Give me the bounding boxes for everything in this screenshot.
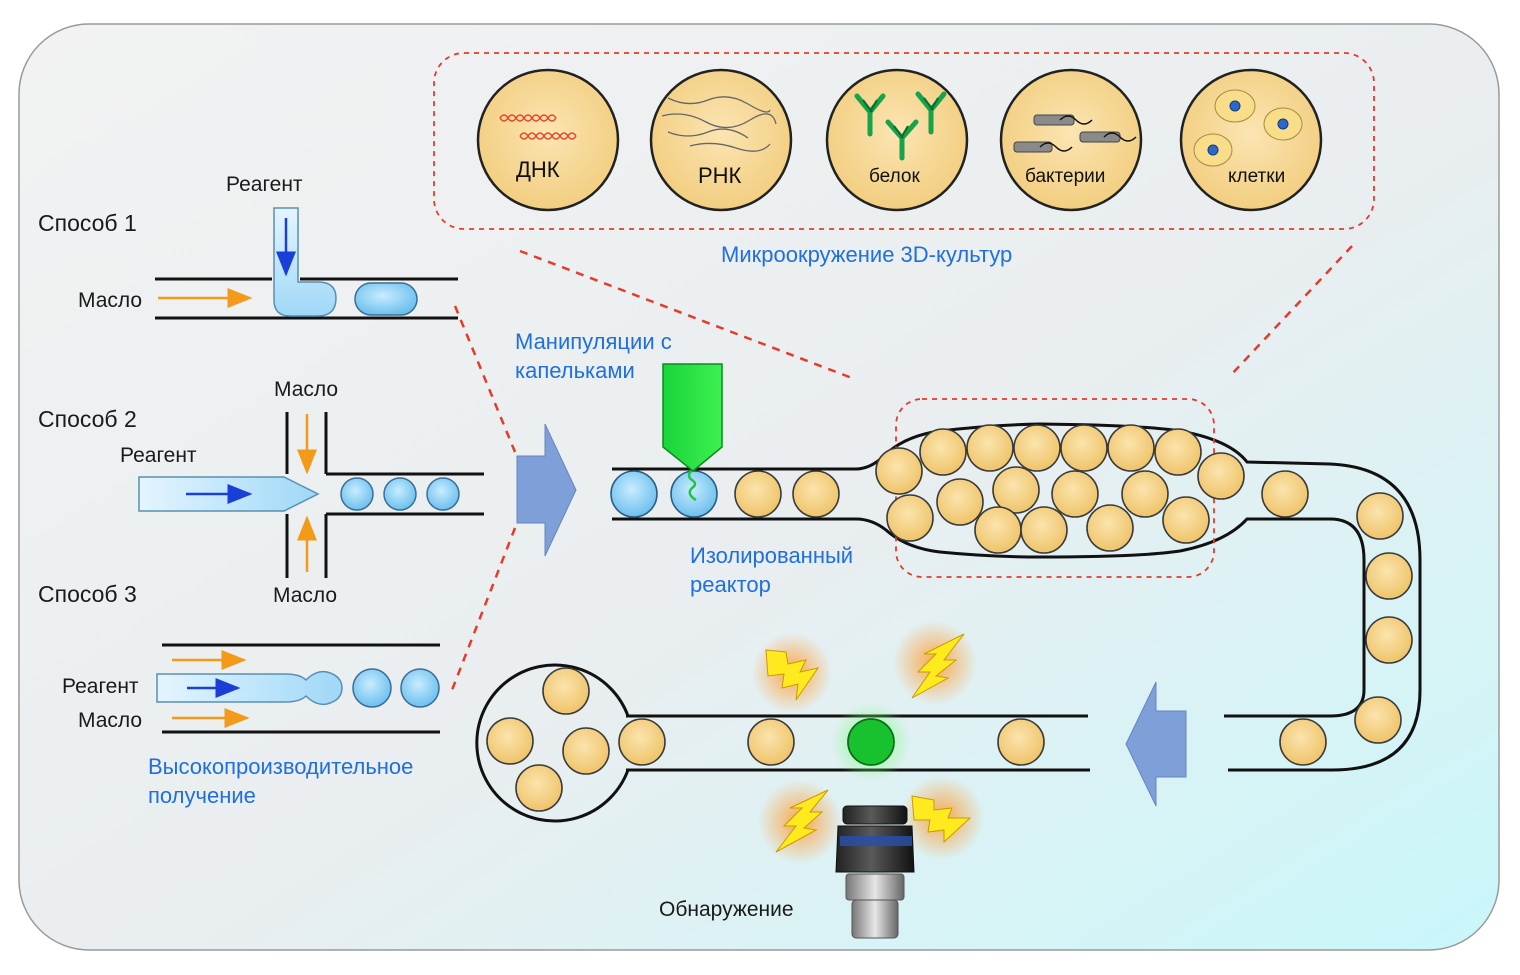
- droplet-yellow: [1356, 492, 1404, 540]
- lightning-bolt-icon: [911, 633, 965, 699]
- method-3-title: Способ 3: [38, 581, 137, 607]
- method-connectors: [450, 305, 517, 691]
- manipulation-label: Манипуляции с: [515, 329, 672, 354]
- method-3-droplet: [400, 668, 440, 708]
- flow-left-arrow: [1125, 681, 1187, 807]
- method-3-group: Способ 3 Реагент Масло Высокопроизводите…: [38, 581, 440, 808]
- detection-label: Обнаружение: [659, 898, 794, 921]
- isolated-reactor-label: Изолированный: [690, 543, 853, 568]
- droplet-yellow: [1197, 452, 1245, 500]
- droplet-yellow: [966, 424, 1014, 472]
- bacteria-icon: [1013, 114, 1137, 153]
- signal-bolts: [752, 621, 984, 864]
- droplet-yellow: [1365, 616, 1413, 664]
- method-1-reagent-stream: [273, 207, 337, 317]
- injected-reagent-squiggle: [687, 469, 697, 502]
- droplet-yellow: [1154, 428, 1202, 476]
- droplet-yellow: [1261, 470, 1309, 518]
- isolated-reactor-label-2: реактор: [690, 572, 771, 597]
- microenvironment-box: [433, 52, 1375, 230]
- high-throughput-label: Высокопроизводительное: [148, 754, 413, 779]
- method-2-group: Способ 2 Масло Реагент Масло: [38, 378, 484, 607]
- microenvironment-label: Микроокружение 3D-культур: [721, 242, 1012, 267]
- culture-label-protein: белок: [869, 166, 920, 187]
- method-1-group: Способ 1 Реагент Масло: [38, 173, 458, 320]
- droplet-yellow: [1162, 496, 1210, 544]
- droplet-blue: [670, 470, 718, 518]
- culture-item-cells: клетки: [1179, 68, 1323, 212]
- method-1-oil-label: Масло: [78, 289, 142, 312]
- droplet-yellow: [1279, 718, 1327, 766]
- culture-circle: [476, 68, 620, 212]
- culture-label-cells: клетки: [1228, 166, 1285, 187]
- high-throughput-label-2: получение: [148, 783, 256, 808]
- droplet-yellow: [515, 764, 563, 812]
- droplet-yellow: [562, 727, 610, 775]
- method-2-droplet: [340, 477, 374, 511]
- droplet-detected: [847, 718, 895, 766]
- culture-circle: [999, 68, 1143, 212]
- reservoir-droplets: [875, 424, 1245, 554]
- culture-item-rna: РНК: [649, 68, 793, 212]
- droplet-yellow: [997, 718, 1045, 766]
- method-1-reagent-label: Реагент: [226, 173, 303, 196]
- droplet-yellow: [1107, 424, 1155, 472]
- culture-label-dna: ДНК: [516, 157, 560, 182]
- culture-item-protein: белок: [825, 68, 969, 212]
- culture-label-bacteria: бактерии: [1025, 166, 1105, 187]
- droplet-yellow: [1121, 470, 1169, 518]
- droplet-yellow: [1051, 470, 1099, 518]
- droplet-yellow: [486, 717, 534, 765]
- method-2-droplet: [383, 477, 417, 511]
- droplet-yellow: [974, 506, 1022, 554]
- lightning-bolt-icon: [911, 795, 972, 844]
- droplet-yellow: [875, 447, 923, 495]
- method-2-oil-top-label: Масло: [274, 378, 338, 401]
- rna-icon: [661, 96, 777, 152]
- method-3-oil-label: Масло: [78, 709, 142, 732]
- method-2-reagent-label: Реагент: [120, 444, 197, 467]
- culture-label-rna: РНК: [698, 163, 742, 188]
- injector-nozzle: [662, 363, 723, 472]
- droplet-yellow: [618, 718, 666, 766]
- method-2-title: Способ 2: [38, 406, 137, 432]
- method-2-droplet: [426, 477, 460, 511]
- droplet-yellow: [734, 470, 782, 518]
- method-3-droplet: [352, 668, 392, 708]
- droplet-yellow: [1086, 504, 1134, 552]
- culture-circle: [649, 68, 793, 212]
- culture-item-bacteria: бактерии: [999, 68, 1143, 212]
- droplet-yellow: [936, 478, 984, 526]
- flow-right-arrow: [516, 423, 577, 557]
- droplet-blue: [610, 470, 658, 518]
- detector-lens-icon: [835, 805, 915, 939]
- method-3-reagent-label: Реагент: [62, 675, 139, 698]
- culture-circle: [825, 68, 969, 212]
- droplet-yellow: [1013, 424, 1061, 472]
- dna-icon: [499, 114, 577, 140]
- method-2-oil-bottom-label: Масло: [273, 584, 337, 607]
- method-1-title: Способ 1: [38, 210, 137, 236]
- droplet-yellow: [792, 470, 840, 518]
- droplet-yellow: [1020, 506, 1068, 554]
- droplet-yellow: [747, 718, 795, 766]
- droplet-yellow: [1060, 424, 1108, 472]
- method-1-droplet: [354, 282, 418, 316]
- method-3-reagent-stream: [156, 670, 343, 706]
- connector-line: [453, 305, 517, 453]
- cell-icon: [1193, 89, 1303, 167]
- culture-item-dna: ДНК: [476, 68, 620, 212]
- lightning-bolt-icon: [775, 789, 829, 853]
- droplet-yellow: [886, 494, 934, 542]
- droplet-yellow: [1354, 696, 1402, 744]
- droplet-yellow: [1365, 552, 1413, 600]
- droplet-yellow: [542, 667, 590, 715]
- lightning-bolt-icon: [765, 649, 820, 701]
- droplet-yellow: [919, 428, 967, 476]
- droplet-yellow: [992, 466, 1040, 514]
- collection-chamber: [475, 663, 630, 823]
- manipulation-label-2: капельками: [515, 358, 635, 383]
